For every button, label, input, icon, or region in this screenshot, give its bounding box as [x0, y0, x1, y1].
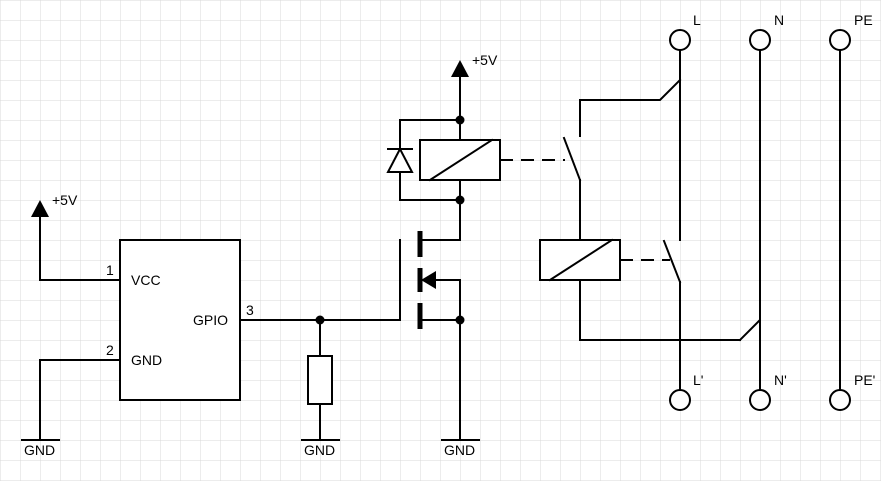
terminal-label-l-out: L' [693, 372, 703, 388]
mains-terminals: L N PE L' N' PE' [669, 12, 875, 411]
terminal-label-pe: PE [854, 12, 873, 28]
mosfet-ground-label: GND [444, 442, 475, 458]
diode-icon [386, 146, 414, 173]
main-switch-contact [562, 78, 682, 182]
arrow-up-icon [31, 200, 49, 217]
coil-top-junction [455, 115, 465, 125]
line-contact [662, 39, 682, 401]
mosfet-icon: GND [399, 199, 480, 458]
left-ground: GND [21, 359, 121, 458]
relay-coil-icon [539, 238, 621, 282]
terminal-label-pe-out: PE' [854, 372, 875, 388]
arrow-up-icon [451, 60, 469, 77]
microcontroller-module: 1 2 3 VCC GND GPIO [106, 239, 254, 401]
pin3-number: 3 [246, 302, 254, 318]
relay-coil-icon [419, 138, 501, 182]
relay-supply: +5V [451, 52, 498, 141]
terminal-icon [829, 389, 851, 411]
relay-supply-label: +5V [472, 52, 498, 68]
terminal-icon [669, 29, 691, 51]
neutral-line [738, 39, 761, 401]
left-ground-label: GND [24, 442, 55, 458]
gnd-pin-label: GND [131, 352, 162, 368]
relay-coil [386, 115, 565, 205]
pin1-number: 1 [106, 262, 114, 278]
source-junction [455, 315, 465, 325]
terminal-icon [749, 29, 771, 51]
left-supply: +5V [31, 192, 121, 281]
terminal-label-n: N [774, 12, 784, 28]
switch-contact-icon [662, 239, 682, 284]
pin2-number: 2 [106, 342, 114, 358]
left-supply-label: +5V [52, 192, 78, 208]
gpio-pin-label: GPIO [193, 312, 228, 328]
terminal-label-n-out: N' [774, 372, 787, 388]
vcc-pin-label: VCC [131, 272, 161, 288]
resistor-ground-label: GND [304, 442, 335, 458]
terminal-icon [669, 389, 691, 411]
pulldown-resistor: GND [301, 319, 340, 458]
terminal-label-l: L [693, 12, 701, 28]
terminal-icon [829, 29, 851, 51]
resistor-icon [307, 355, 333, 405]
switch-contact-icon [562, 136, 582, 182]
terminal-icon [749, 389, 771, 411]
contactor-coil [539, 179, 741, 341]
